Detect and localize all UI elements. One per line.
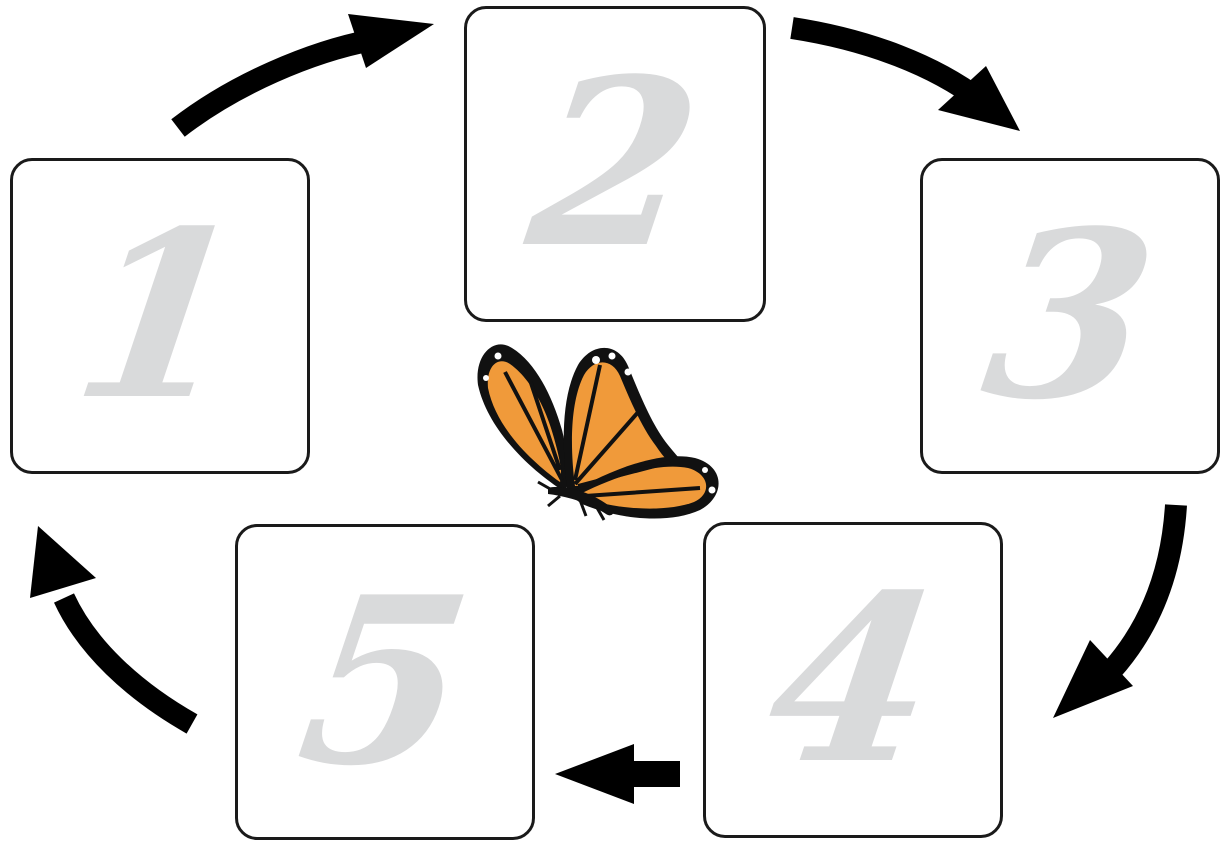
arrow-3-to-4 [1053,504,1187,718]
step-number-2: 2 [515,29,714,299]
step-number-3: 3 [970,181,1169,451]
step-number-4: 4 [753,545,952,815]
step-box-3: 3 [920,158,1220,474]
step-number-1: 1 [60,181,259,451]
step-box-5: 5 [235,524,535,840]
arrow-5-to-1 [30,526,198,734]
step-number-5: 5 [285,547,484,817]
arrow-4-to-5 [555,744,680,804]
step-box-1: 1 [10,158,310,474]
arrow-1-to-2 [171,14,434,137]
step-box-4: 4 [703,522,1003,838]
arrow-2-to-3 [790,17,1020,131]
step-box-2: 2 [464,6,766,322]
